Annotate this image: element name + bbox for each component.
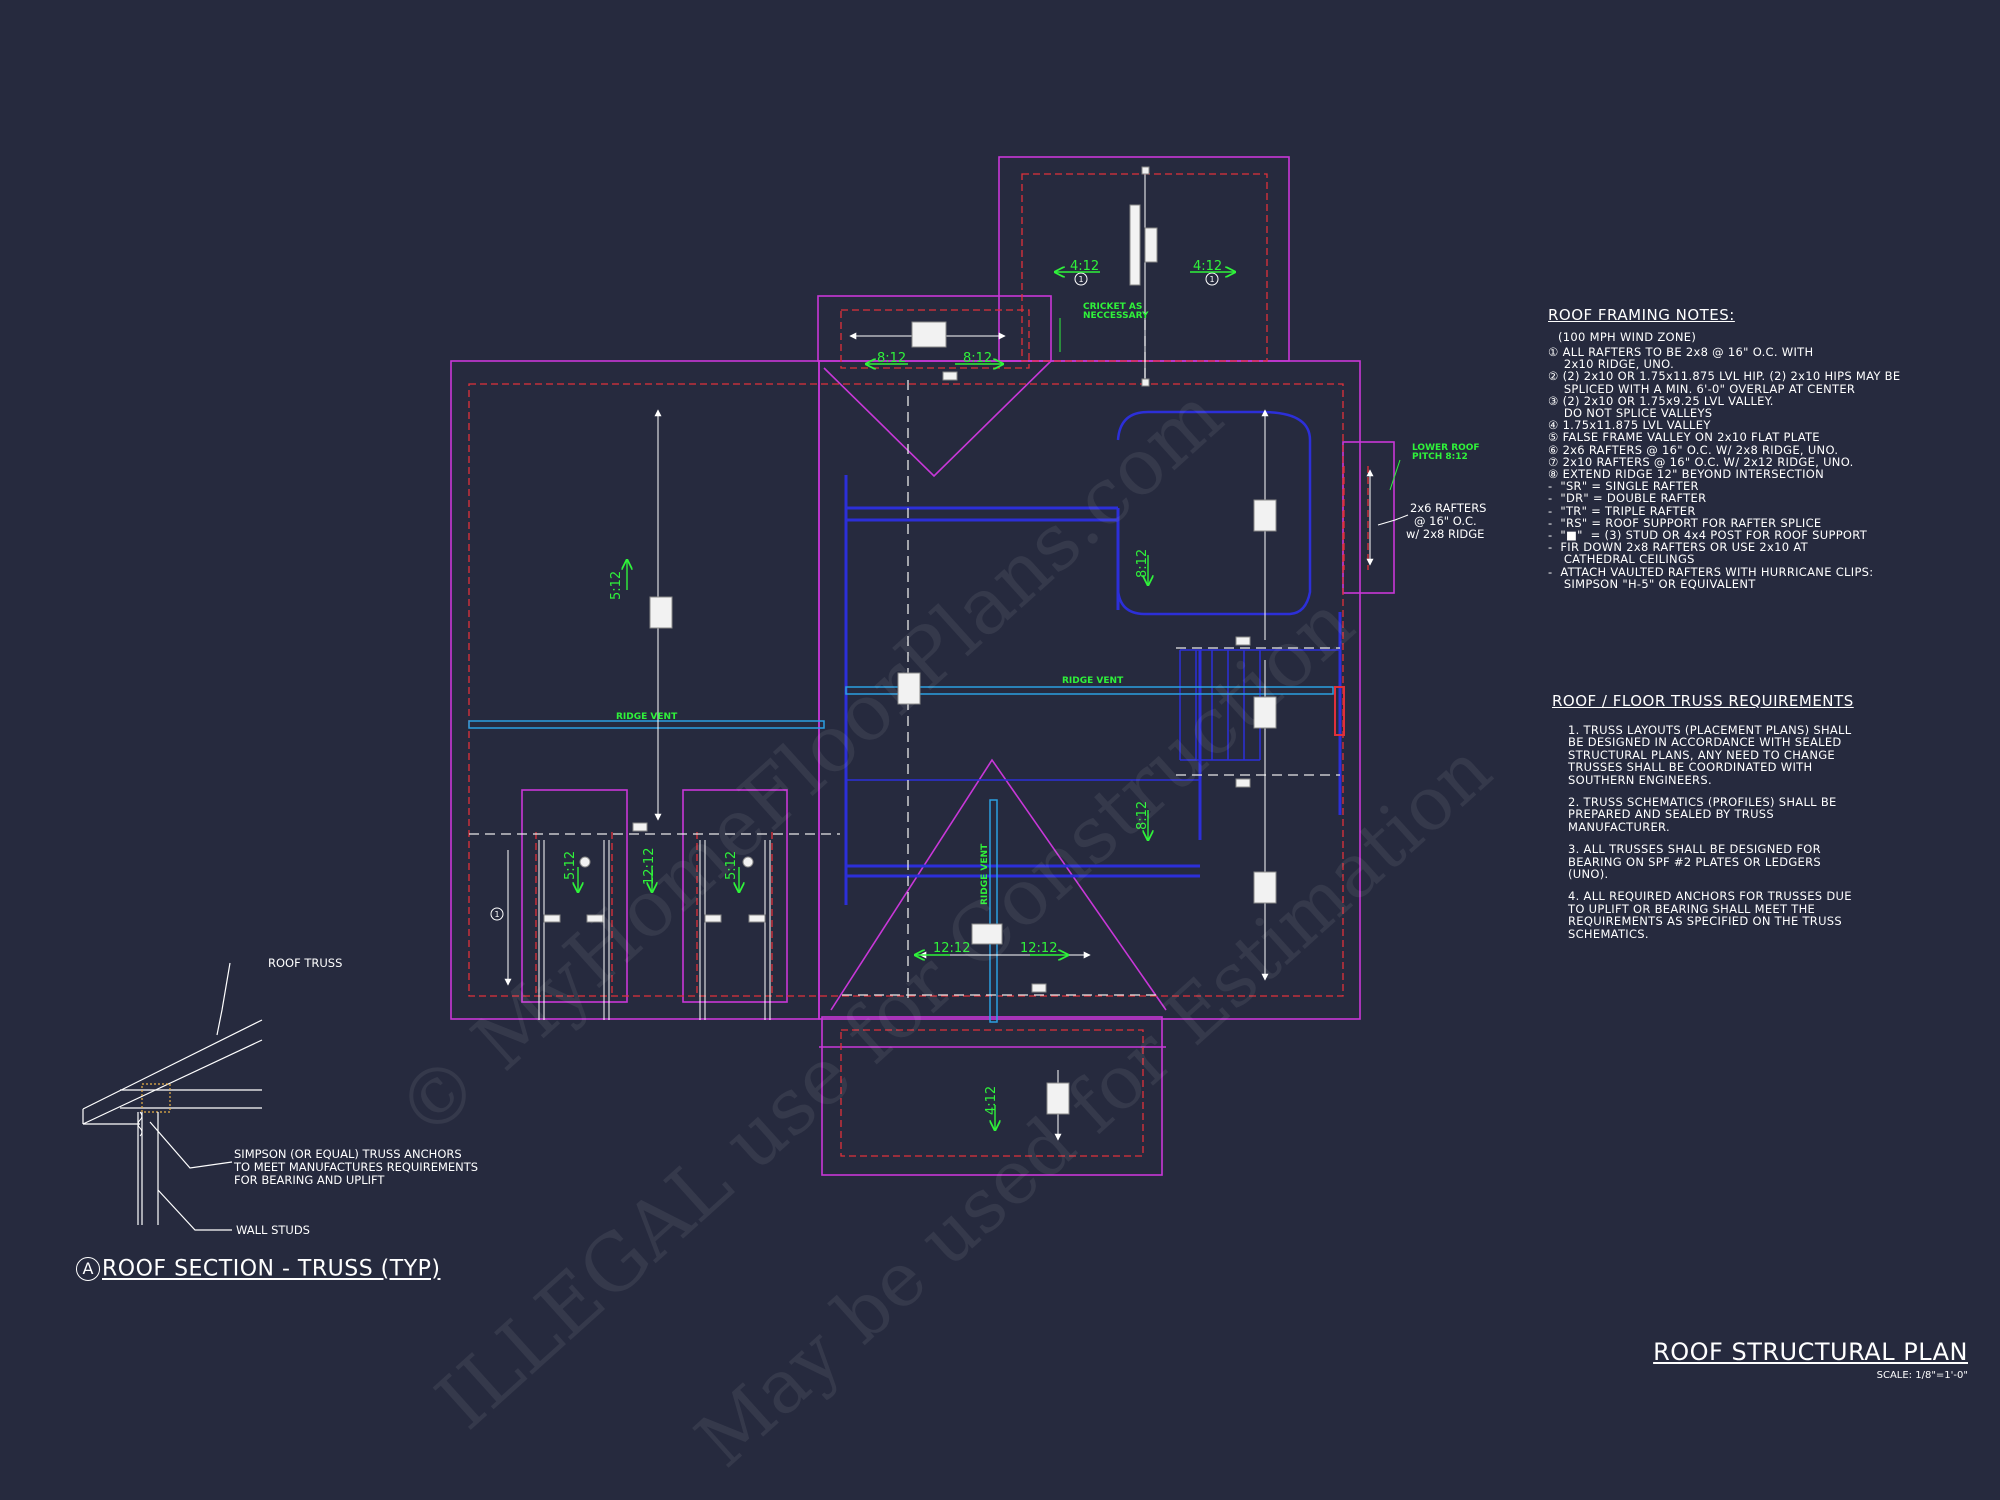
roof-framing-notes: ROOF FRAMING NOTES: (100 MPH WIND ZONE) … — [1548, 306, 1900, 590]
anchors-label: FOR BEARING AND UPLIFT — [234, 1173, 385, 1187]
roof-supports — [543, 166, 1277, 1115]
framing-note-line: SPLICED WITH A MIN. 6'-0" OVERLAP AT CEN… — [1548, 381, 1856, 396]
framing-note-line: ⑤ FALSE FRAME VALLEY ON 2x10 FLAT PLATE — [1548, 430, 1820, 445]
pitch-label: 5:12 — [724, 851, 739, 880]
framing-note-line: - "■" = (3) STUD OR 4x4 POST FOR ROOF SU… — [1548, 528, 1868, 543]
rafters-note-line: @ 16" O.C. — [1414, 514, 1477, 528]
pitch-label: 8:12 — [877, 351, 906, 366]
framing-note-line: ⑥ 2x6 RAFTERS @ 16" O.C. W/ 2x8 RIDGE, U… — [1548, 442, 1839, 457]
pitch-label: 8:12 — [963, 351, 992, 366]
framing-note-line: SIMPSON "H-5" OR EQUIVALENT — [1548, 576, 1756, 591]
truss-requirement-item: 3. ALL TRUSSES SHALL BE DESIGNED FOR BEA… — [1568, 842, 1822, 882]
framing-note-line: ⑦ 2x10 RAFTERS @ 16" O.C. W/ 2x12 RIDGE,… — [1548, 454, 1854, 469]
rafters-callout: 2x6 RAFTERS @ 16" O.C. w/ 2x8 RIDGE — [1377, 501, 1486, 541]
ridge-vent-label: RIDGE VENT — [616, 712, 678, 722]
roof-section-detail — [82, 962, 263, 1231]
framing-note-line: ③ (2) 2x10 OR 1.75x9.25 LVL VALLEY. — [1548, 393, 1774, 408]
pitch-label: 12:12 — [642, 848, 657, 885]
drawing-title: ROOF STRUCTURAL PLAN — [1653, 1338, 1968, 1366]
framing-note-line: ① ALL RAFTERS TO BE 2x8 @ 16" O.C. WITH — [1548, 345, 1814, 359]
framing-note-line: - FIR DOWN 2x8 RAFTERS OR USE 2x10 AT — [1548, 540, 1808, 555]
anchors-label: SIMPSON (OR EQUAL) TRUSS ANCHORS — [234, 1147, 462, 1161]
ridge-vent-label: RIDGE VENT — [1062, 676, 1124, 686]
pitch-label: 12:12 — [1020, 941, 1057, 956]
ridge-vents — [468, 686, 1345, 1023]
pitch-arrows — [578, 272, 1401, 1130]
truss-requirement-item: 4. ALL REQUIRED ANCHORS FOR TRUSSES DUE … — [1568, 889, 1852, 941]
framing-note-line: - ATTACH VAULTED RAFTERS WITH HURRICANE … — [1548, 564, 1874, 579]
framing-members — [844, 410, 1342, 905]
pitch-label: 12:12 — [933, 941, 970, 956]
note-marker-text: 1 — [494, 910, 499, 919]
framing-notes-title: ROOF FRAMING NOTES: — [1548, 306, 1735, 324]
cricket-label-2: NECCESSARY — [1083, 311, 1149, 321]
lower-roof-label-2: PITCH 8:12 — [1412, 452, 1468, 462]
title-block: ROOF STRUCTURAL PLAN SCALE: 1/8"=1'-0" — [1653, 1338, 1968, 1381]
pitch-label: 5:12 — [563, 851, 578, 880]
rafters-note-line: w/ 2x8 RIDGE — [1406, 527, 1484, 541]
roof-truss-label: ROOF TRUSS — [268, 956, 342, 970]
truss-requirements: ROOF / FLOOR TRUSS REQUIREMENTS 1. TRUSS… — [1552, 692, 1862, 950]
pitch-label: 4:12 — [984, 1086, 999, 1115]
framing-note-line: - "RS" = ROOF SUPPORT FOR RAFTER SPLICE — [1548, 515, 1822, 530]
note-marker-text: 1 — [1078, 275, 1083, 284]
section-title-text: ROOF SECTION - TRUSS (TYP) — [102, 1256, 441, 1282]
framing-note-line: - "TR" = TRIPLE RAFTER — [1548, 503, 1696, 518]
ridge-vent-label: RIDGE VENT — [980, 843, 990, 905]
pitch-label: 8:12 — [1135, 549, 1150, 578]
framing-note-line: 2x10 RIDGE, UNO. — [1548, 357, 1675, 372]
truss-requirements-title: ROOF / FLOOR TRUSS REQUIREMENTS — [1552, 692, 1854, 710]
framing-note-line: ⑧ EXTEND RIDGE 12" BEYOND INTERSECTION — [1548, 467, 1825, 482]
pitch-label: 5:12 — [609, 571, 624, 600]
truss-requirement-item: 2. TRUSS SCHEMATICS (PROFILES) SHALL BE … — [1568, 795, 1837, 834]
drawing-scale: SCALE: 1/8"=1'-0" — [1876, 1370, 1968, 1381]
framing-note-line: ④ 1.75x11.875 LVL VALLEY — [1548, 418, 1711, 433]
framing-note-line: DO NOT SPLICE VALLEYS — [1548, 406, 1713, 421]
framing-note-line: CATHEDRAL CEILINGS — [1548, 552, 1695, 567]
rafters-note-line: 2x6 RAFTERS — [1410, 501, 1486, 515]
lower-roof-label-1: LOWER ROOF — [1412, 443, 1480, 453]
ridge-lines — [504, 172, 1374, 1141]
pitch-label: 8:12 — [1135, 801, 1150, 830]
pitch-label: 4:12 — [1070, 259, 1099, 274]
note-marker-text: 1 — [1209, 275, 1214, 284]
framing-note-line: - "SR" = SINGLE RAFTER — [1548, 479, 1699, 494]
pitch-label: 4:12 — [1193, 259, 1222, 274]
wall-studs-label: WALL STUDS — [236, 1223, 310, 1237]
framing-note-line: - "DR" = DOUBLE RAFTER — [1548, 491, 1707, 506]
anchors-label: TO MEET MANUFACTURES REQUIREMENTS — [233, 1160, 478, 1174]
section-marker: A — [76, 1257, 100, 1281]
truss-requirement-item: 1. TRUSS LAYOUTS (PLACEMENT PLANS) SHALL… — [1568, 723, 1852, 787]
note-1-markers — [490, 272, 1219, 921]
framing-notes-subtitle: (100 MPH WIND ZONE) — [1558, 330, 1697, 344]
framing-note-line: ② (2) 2x10 OR 1.75x11.875 LVL HIP. (2) 2… — [1548, 369, 1901, 384]
cricket-label-1: CRICKET AS — [1083, 302, 1142, 312]
